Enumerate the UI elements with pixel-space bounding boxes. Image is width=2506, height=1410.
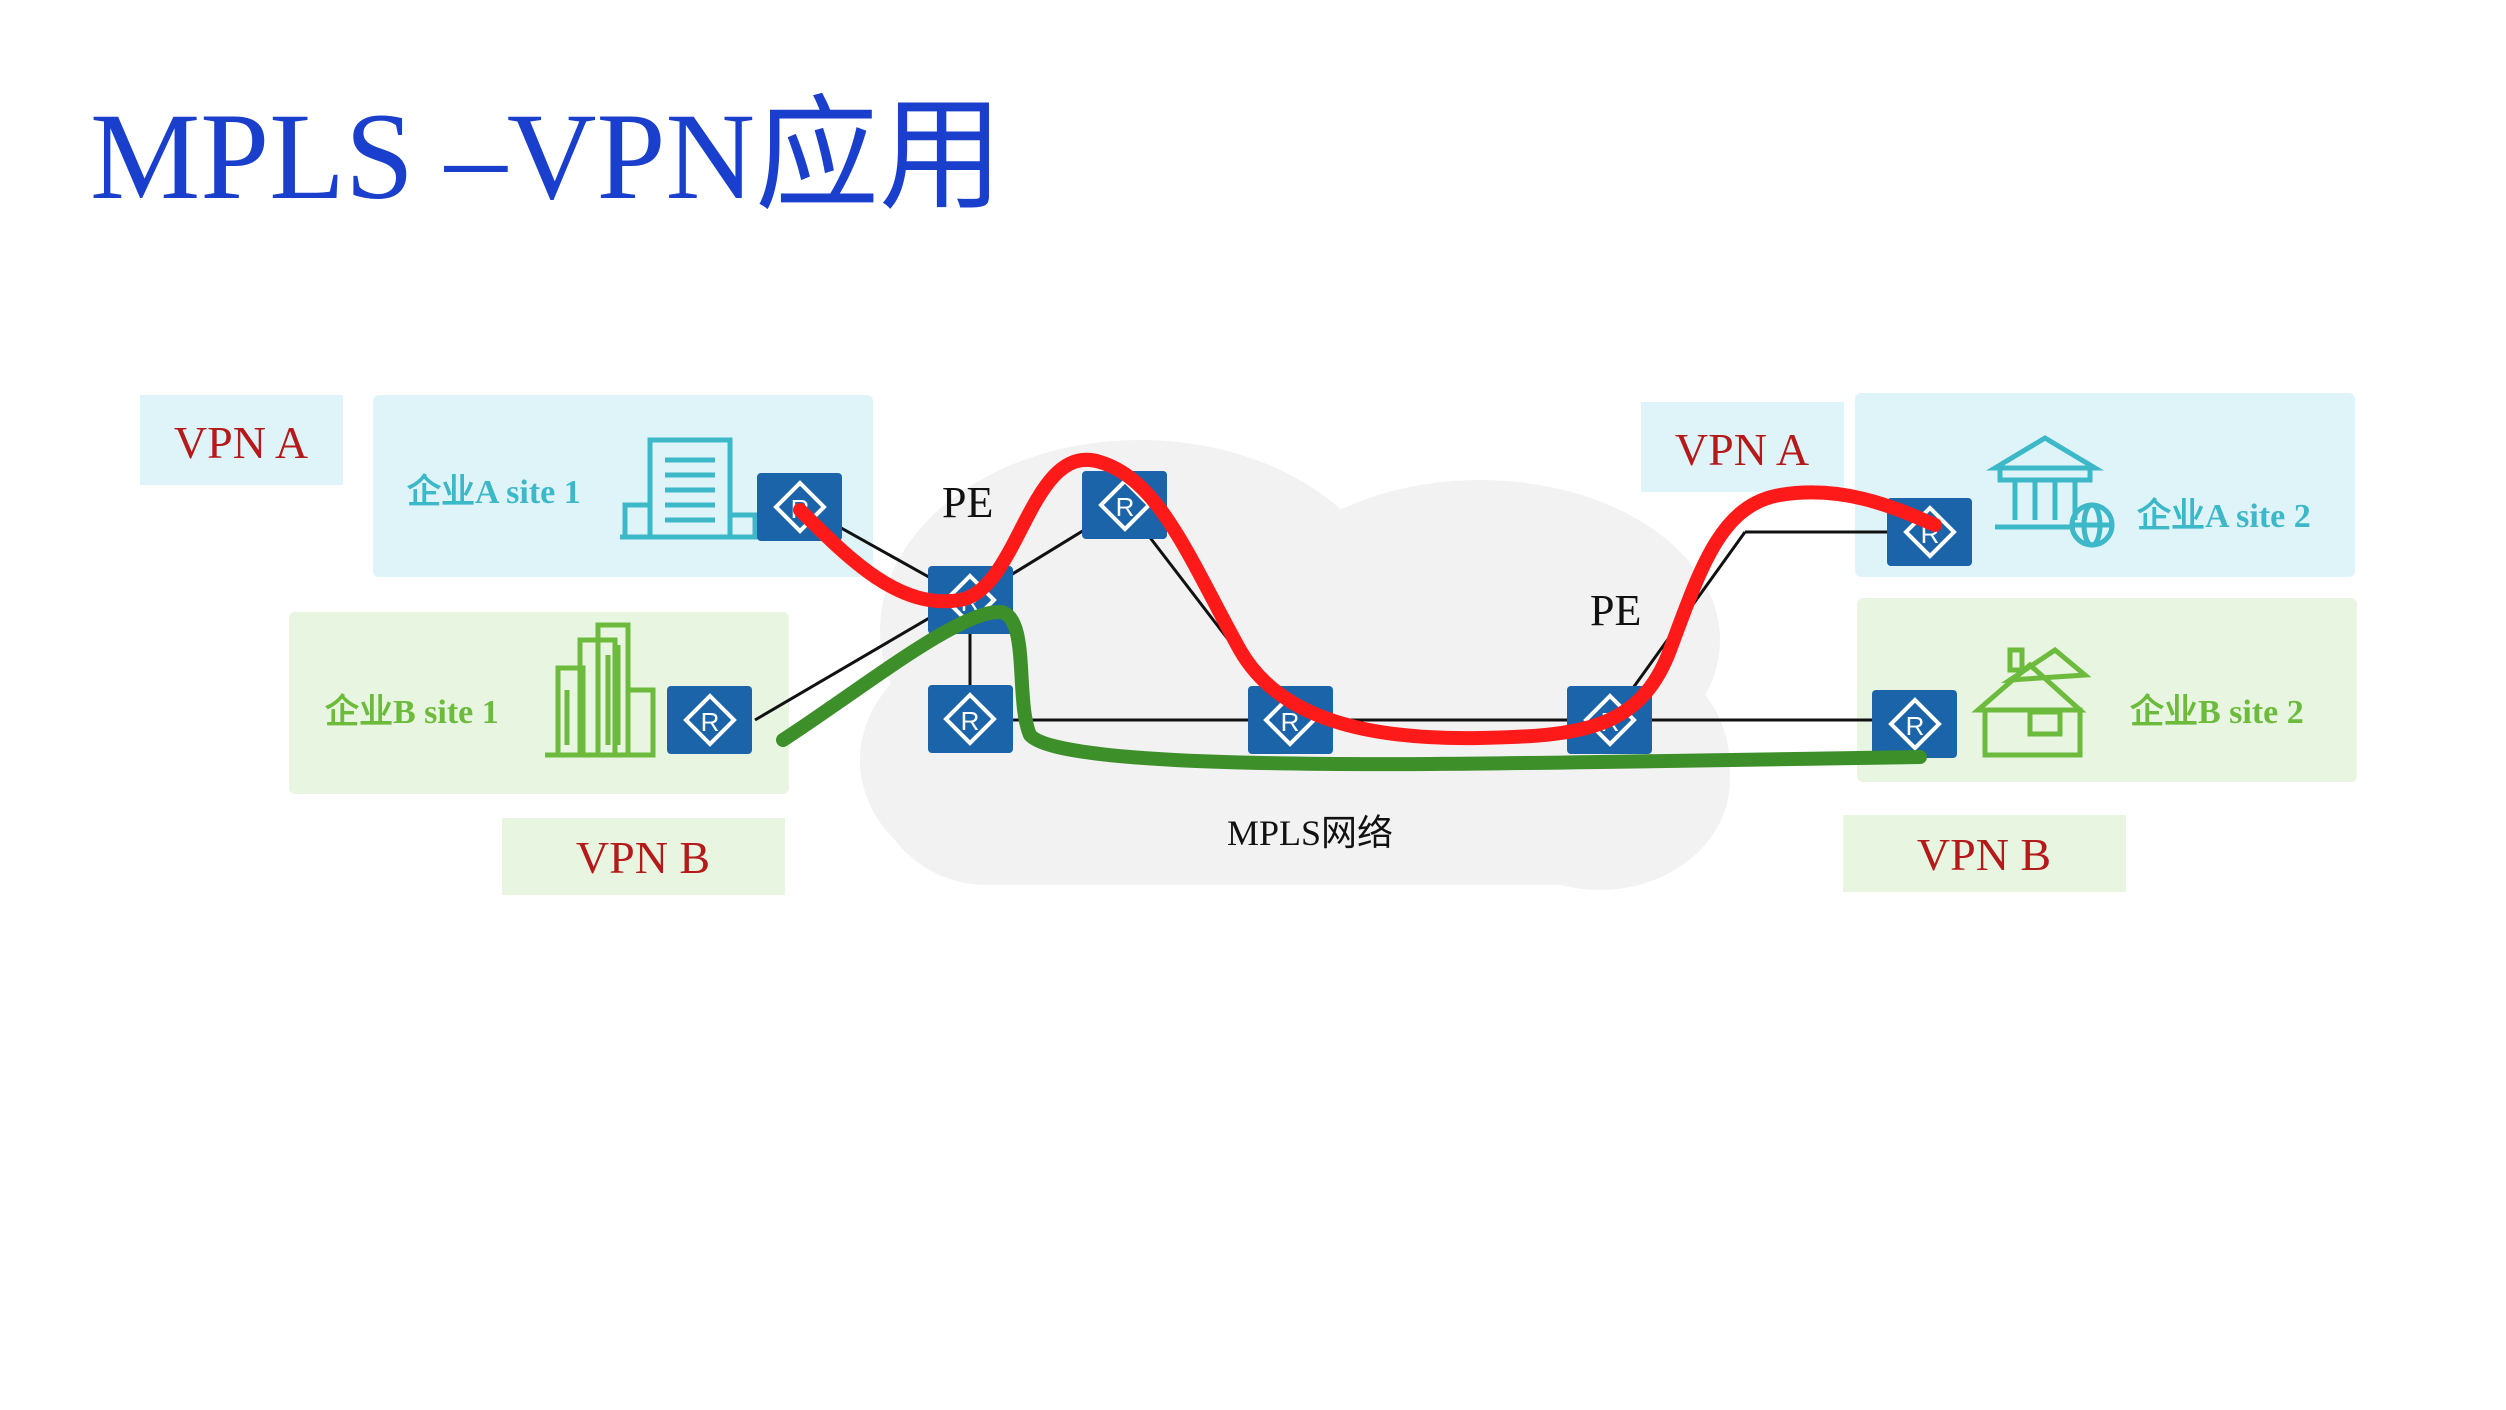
site-a1-label: 企业A site 1 [407, 472, 581, 511]
vpn-a-right-box [1641, 402, 1844, 492]
house-icon [1971, 646, 2092, 758]
pe-right-label: PE [1590, 586, 1641, 635]
router-glyph: R [1116, 492, 1135, 522]
pe-left-label: PE [942, 478, 993, 527]
cloud-label: MPLS网络 [1227, 813, 1393, 853]
vpn-b-right-box [1843, 815, 2126, 892]
skyscraper-icon [545, 622, 656, 758]
bank-globe-icon [1985, 435, 2115, 548]
page-title: MPLS –VPN应用 [90, 88, 1003, 225]
router-glyph: R [701, 707, 720, 737]
router-glyph: R [1906, 711, 1925, 741]
router-ce-b1[interactable]: R [667, 686, 752, 754]
site-b1-label: 企业B site 1 [325, 692, 499, 731]
router-p-middle[interactable]: R [1248, 686, 1333, 754]
vpn-b-left-box [502, 818, 785, 895]
vpn-b-left-label: VPN B [576, 832, 710, 883]
site-a2-box [1855, 393, 2355, 577]
vpn-a-left-box [140, 395, 343, 485]
router-glyph: R [1281, 707, 1300, 737]
vpn-b-right-label: VPN B [1917, 829, 2051, 880]
site-b2-label: 企业B site 2 [2130, 692, 2304, 731]
vpn-a-path [793, 452, 1942, 746]
site-b1-box [289, 612, 789, 794]
site-a2-label: 企业A site 2 [2137, 496, 2311, 535]
vpn-a-right-label: VPN A [1675, 424, 1809, 475]
vpn-a-left-label: VPN A [174, 417, 308, 468]
router-p-left-bottom[interactable]: R [928, 685, 1013, 753]
office-building-icon [620, 437, 758, 540]
router-glyph: R [961, 706, 980, 736]
vpn-b-path [776, 605, 1927, 772]
site-a1-box [373, 395, 873, 577]
site-b2-box [1857, 598, 2357, 782]
router-ce-b2[interactable]: R [1872, 690, 1957, 758]
